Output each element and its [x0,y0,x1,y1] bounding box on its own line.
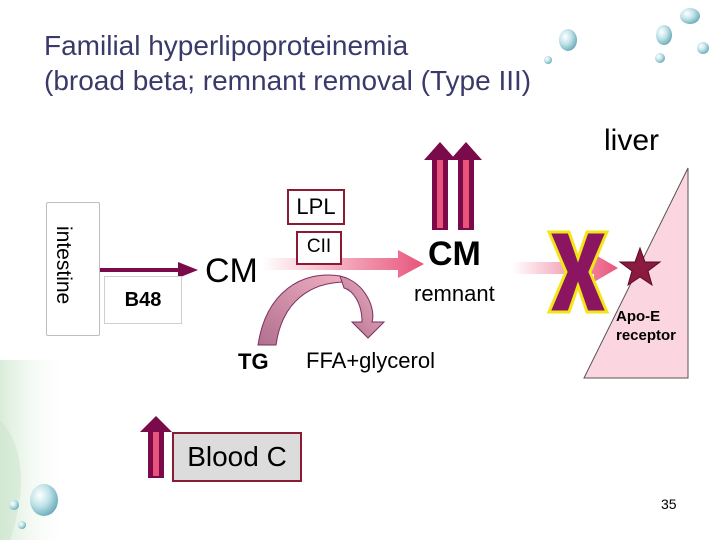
cm-label: CM [205,252,258,290]
title-line-1: Familial hyperlipoproteinemia [44,30,409,61]
left-swirl [0,420,21,540]
liver-uptake-arrows [424,142,482,230]
blood-up-arrow [140,416,172,478]
page-number: 35 [661,496,677,512]
arrow-cm-to-remnant [262,250,424,278]
intestine-box [46,202,100,336]
lpl-label: LPL [287,189,345,225]
cm-remnant-label-top: CM [428,235,481,273]
water-droplets-top-right [544,8,709,64]
receptor-star-icon [618,246,662,287]
blocked-x-symbol [546,230,610,314]
tg-label: TG [238,349,269,374]
blood-c-label: Blood C [172,432,302,482]
slide-title: Familial hyperlipoproteinemia (broad bet… [44,28,531,98]
apoe-line-1: Apo-E [616,308,661,325]
ffa-glycerol-label: FFA+glycerol [306,348,435,373]
apoe-line-2: receptor [616,327,677,344]
cm-remnant-label-bottom: remnant [414,281,495,306]
b48-label: B48 [104,276,182,324]
tg-curve-arrow [257,274,386,346]
apoe-receptor-label: Apo-E receptor [616,307,676,345]
intestine-label: intestine [52,226,75,305]
cii-label: CII [296,231,342,265]
water-droplets-bottom-left [9,484,58,529]
arrow-intestine-to-cm [100,262,198,278]
title-line-2: (broad beta; remnant removal (Type III) [44,65,532,96]
liver-label: liver [604,124,660,157]
